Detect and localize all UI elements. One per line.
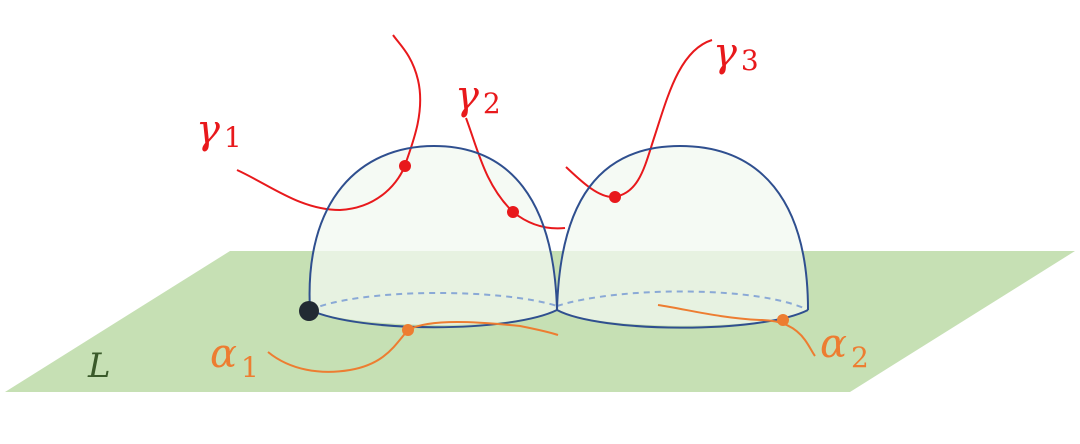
alpha-2-point bbox=[777, 314, 789, 326]
gamma-2-point bbox=[507, 206, 519, 218]
gamma-3-point bbox=[609, 191, 621, 203]
dome-2-outline bbox=[556, 144, 809, 311]
alpha-1-point bbox=[402, 324, 414, 336]
dome-1-front-edge bbox=[309, 309, 558, 329]
gamma-1-point bbox=[399, 160, 411, 172]
dome-1-outline bbox=[308, 144, 558, 311]
dome-1-back-edge bbox=[309, 292, 558, 311]
dome-2-back-edge bbox=[556, 290, 809, 311]
alpha-2-curve bbox=[657, 304, 816, 357]
base-point bbox=[299, 301, 319, 321]
gamma-3-curve bbox=[565, 39, 713, 199]
dome-2-fill bbox=[557, 146, 808, 326]
plane-label: L bbox=[87, 346, 111, 386]
